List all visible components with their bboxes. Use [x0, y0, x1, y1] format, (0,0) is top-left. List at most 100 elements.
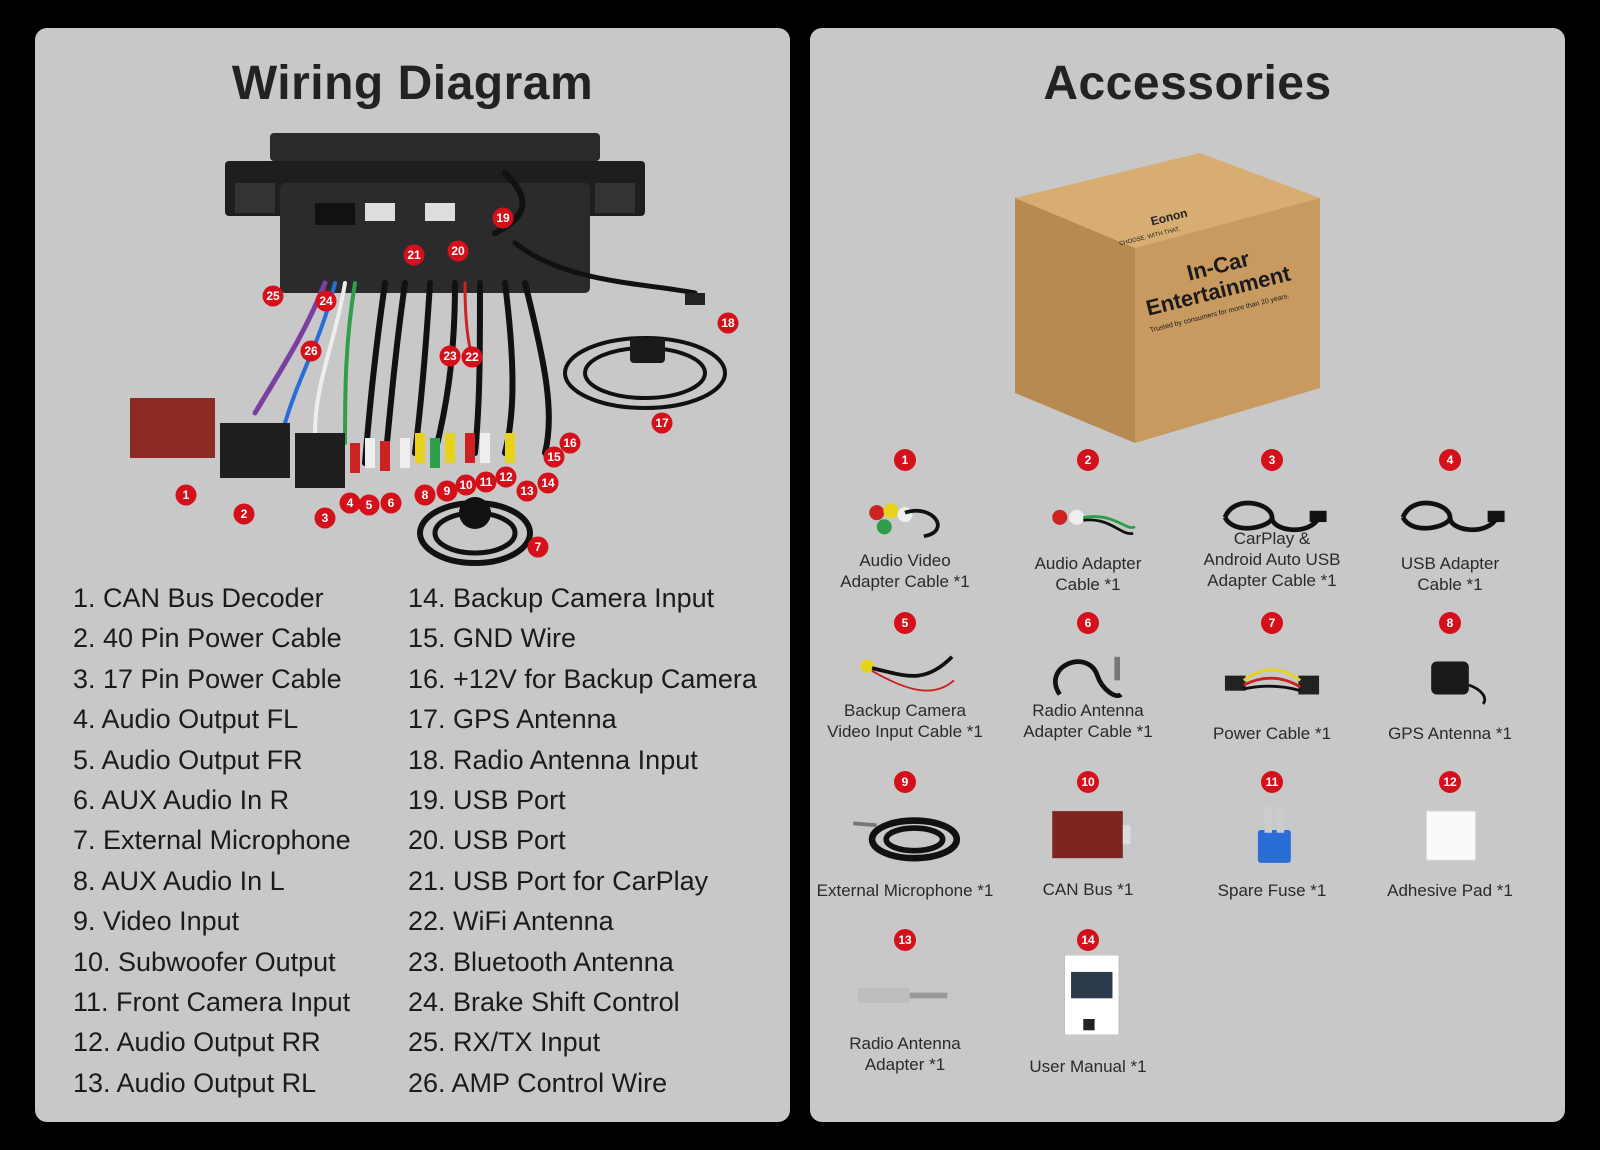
callout-badge [358, 494, 380, 516]
accessories-panel: Accessories In-Car Entertainment Trusted… [810, 28, 1565, 1122]
accessory-label: CarPlay & Android Auto USB Adapter Cable… [1203, 529, 1341, 590]
product-box-image: In-Car Entertainment Trusted by consumer… [1015, 153, 1320, 443]
callout-number: 3 [322, 511, 329, 525]
callout-number: 2 [241, 507, 248, 521]
head-unit [225, 133, 645, 293]
accessories-title: Accessories [1043, 57, 1332, 110]
accessory-label: Backup Camera Video Input Cable *1 [827, 701, 983, 741]
callout-badge [447, 240, 469, 262]
wiring-list-item: 13. Audio Output RL [73, 1067, 317, 1098]
callout-number: 15 [547, 450, 561, 464]
callout-badge [233, 503, 255, 525]
accessory-number-badge: 2 [1077, 449, 1099, 471]
callout-badge [717, 312, 739, 334]
wiring-list-item: 12. Audio Output RR [73, 1027, 321, 1058]
callout-badge [175, 484, 197, 506]
callout-number: 17 [655, 416, 669, 430]
wiring-title: Wiring Diagram [231, 57, 594, 110]
wiring-list-item: 21. USB Port for CarPlay [408, 865, 709, 896]
callout-badge [559, 432, 581, 454]
accessory-label: GPS Antenna *1 [1388, 724, 1512, 743]
callout-number: 9 [444, 484, 451, 498]
accessory-number-badge: 5 [894, 612, 916, 634]
wiring-list-item: 2. 40 Pin Power Cable [73, 623, 342, 654]
callout-number: 10 [459, 478, 473, 492]
av-cable-icon [869, 503, 940, 539]
callout-badge [495, 466, 517, 488]
manual-icon [1064, 955, 1120, 1035]
accessory-label: Spare Fuse *1 [1217, 881, 1327, 900]
callout-badge [300, 340, 322, 362]
wiring-list-item: 1. CAN Bus Decoder [73, 583, 324, 613]
accessory-label: Audio Video Adapter Cable *1 [840, 551, 970, 591]
callout-number: 8 [422, 488, 429, 502]
wiring-list-item: 11. Front Camera Input [73, 986, 351, 1017]
accessory-number-badge: 4 [1439, 449, 1461, 471]
wiring-list-item: 7. External Microphone [73, 825, 351, 856]
wiring-list-item: 9. Video Input [73, 906, 240, 937]
callout-badge [492, 207, 514, 229]
accessory-label: Audio Adapter Cable *1 [1034, 554, 1142, 594]
wiring-list-item: 18. Radio Antenna Input [408, 744, 698, 775]
callout-number: 13 [520, 484, 534, 498]
wiring-list-item: 5. Audio Output FR [73, 744, 303, 775]
wiring-panel: Wiring Diagram [35, 28, 790, 1122]
wiring-list-item: 20. USB Port [408, 825, 566, 856]
wiring-list-item: 23. Bluetooth Antenna [408, 946, 674, 977]
wiring-list-item: 26. AMP Control Wire [408, 1067, 668, 1098]
callout-badge [380, 492, 402, 514]
accessory-label: USB Adapter Cable *1 [1400, 554, 1500, 594]
accessory-number-badge: 3 [1261, 449, 1283, 471]
callout-badge [414, 484, 436, 506]
usb-cable-icon [1222, 500, 1327, 533]
accessory-label: Power Cable *1 [1212, 724, 1332, 743]
audio-cable-icon [1052, 509, 1136, 535]
accessory-label: User Manual *1 [1029, 1057, 1147, 1076]
callout-number: 19 [496, 211, 510, 225]
adhesive-pad-icon [1426, 810, 1476, 861]
camera-cable-icon [860, 655, 955, 692]
callout-badge [315, 290, 337, 312]
wiring-list-item: 14. Backup Camera Input [408, 583, 715, 613]
usb-cable-icon [1400, 500, 1505, 533]
callout-badge [436, 480, 458, 502]
connectors [130, 293, 705, 529]
accessory-number-badge: 1 [894, 449, 916, 471]
callout-number: 6 [388, 496, 395, 510]
gps-antenna-icon [1431, 661, 1487, 705]
callout-badge [516, 480, 538, 502]
callout-number: 11 [480, 475, 493, 489]
accessory-number-badge: 7 [1261, 612, 1283, 634]
callout-number: 24 [319, 294, 333, 308]
accessory-label: Adhesive Pad *1 [1387, 881, 1513, 900]
antenna-cable-icon [1053, 656, 1123, 698]
wiring-list-item: 10. Subwoofer Output [73, 946, 336, 977]
callout-number: 23 [443, 349, 457, 363]
callout-badge [262, 285, 284, 307]
wiring-list-item: 25. RX/TX Input [408, 1027, 601, 1058]
accessory-number-badge: 11 [1261, 771, 1283, 793]
wiring-list-item: 3. 17 Pin Power Cable [73, 663, 342, 694]
callout-number: 18 [721, 316, 735, 330]
callout-badge [475, 471, 497, 493]
wiring-list-item: 17. GPS Antenna [408, 704, 617, 735]
accessory-label: CAN Bus *1 [1042, 880, 1134, 899]
callout-number: 22 [465, 350, 479, 364]
accessory-number-badge: 13 [894, 929, 916, 951]
power-cable-icon [1224, 668, 1320, 695]
accessory-number-badge: 12 [1439, 771, 1461, 793]
accessory-label: Radio Antenna Adapter Cable *1 [1023, 701, 1153, 741]
callout-badge [455, 474, 477, 496]
callout-number: 25 [266, 289, 280, 303]
callout-number: 7 [535, 540, 542, 554]
callout-number: 21 [407, 248, 421, 262]
wiring-list-item: 19. USB Port [408, 784, 566, 815]
callout-badge [439, 345, 461, 367]
callout-number: 12 [499, 470, 513, 484]
wiring-list-item: 22. WiFi Antenna [408, 906, 614, 937]
callout-number: 1 [183, 488, 190, 502]
callout-number: 14 [541, 476, 555, 490]
callout-number: 20 [451, 244, 465, 258]
